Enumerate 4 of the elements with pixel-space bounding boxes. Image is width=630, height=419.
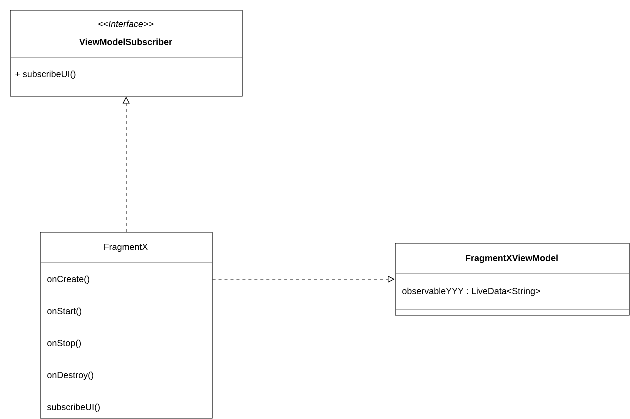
dependency-arrow <box>212 276 395 283</box>
class-box: FragmentXViewModel observableYYY : LiveData<String> <box>394 243 630 316</box>
class-box: <<Interface>> ViewModelSubscriber + subscribeUI() <box>10 10 243 97</box>
class-box: FragmentX onCreate() onStart() onStop() onDestroy() subscribeUI() <box>40 232 213 419</box>
